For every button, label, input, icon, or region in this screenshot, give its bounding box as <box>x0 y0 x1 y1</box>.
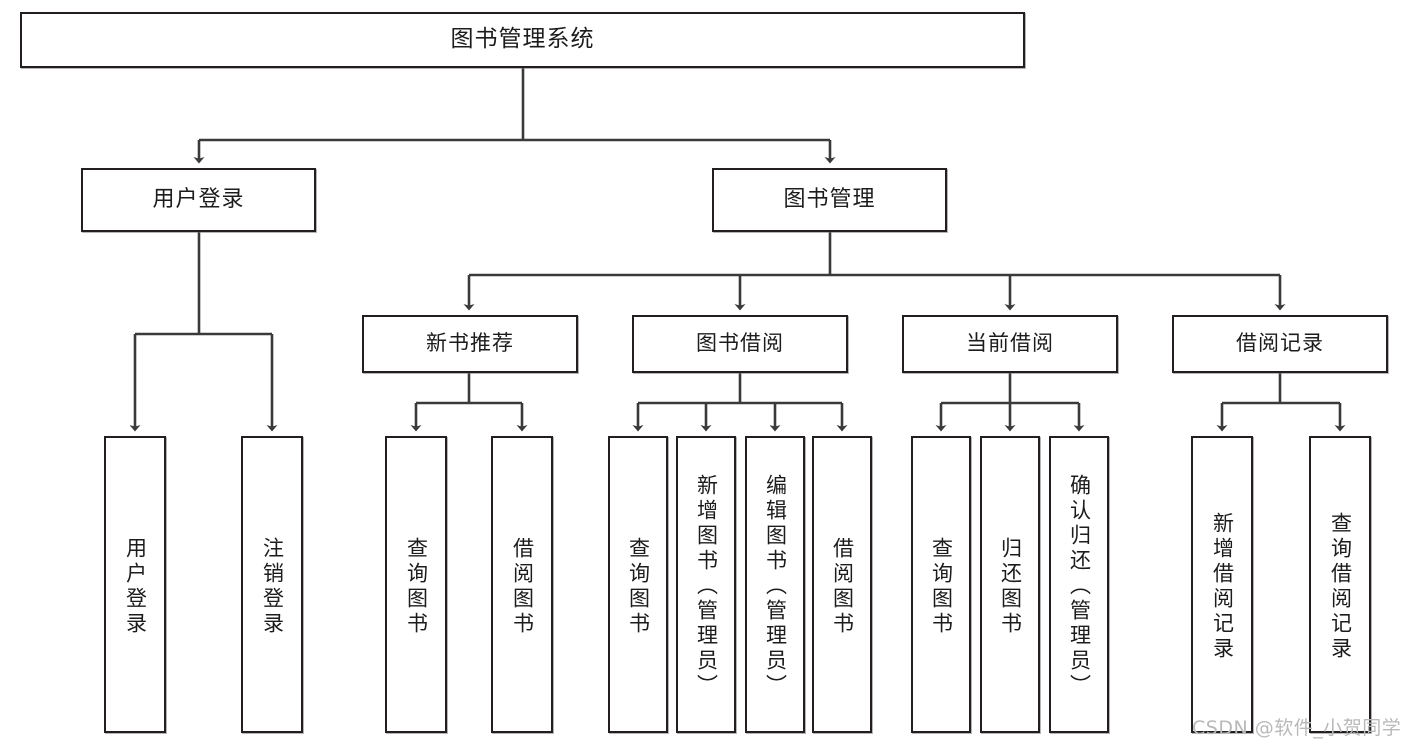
node-leaf-confirm-return[interactable]: 确认归还（管理员） <box>1049 436 1109 733</box>
node-root-label: 图书管理系统 <box>450 26 595 53</box>
node-leaf-user-login[interactable]: 用户登录 <box>104 436 166 733</box>
node-leaf-borrow-book-label: 借阅图书 <box>830 536 855 637</box>
node-leaf-query-book-recommendation[interactable]: 查询图书 <box>385 436 447 733</box>
node-user-login-label: 用户登录 <box>152 186 245 212</box>
node-leaf-query-book-recommendation-label: 查询图书 <box>404 536 429 637</box>
node-leaf-borrow-book[interactable]: 借阅图书 <box>812 436 872 733</box>
node-new-book-recommendation[interactable]: 新书推荐 <box>362 315 578 373</box>
node-book-borrow[interactable]: 图书借阅 <box>632 315 848 373</box>
node-leaf-borrow-book-recommendation-label: 借阅图书 <box>510 536 535 637</box>
node-book-borrow-label: 图书借阅 <box>696 331 784 356</box>
node-leaf-confirm-return-label: 确认归还（管理员） <box>1067 474 1092 699</box>
node-borrow-record-label: 借阅记录 <box>1236 331 1324 356</box>
node-leaf-edit-book-label: 编辑图书（管理员） <box>763 474 788 699</box>
node-leaf-add-book-label: 新增图书（管理员） <box>694 474 719 699</box>
csdn-watermark: CSDN @软件_小贺同学 <box>1192 717 1402 739</box>
node-leaf-query-book-borrow[interactable]: 查询图书 <box>608 436 668 733</box>
node-leaf-return-book-label: 归还图书 <box>998 536 1023 637</box>
node-current-borrow[interactable]: 当前借阅 <box>902 315 1118 373</box>
node-leaf-return-book[interactable]: 归还图书 <box>980 436 1040 733</box>
node-leaf-edit-book[interactable]: 编辑图书（管理员） <box>745 436 805 733</box>
node-leaf-add-borrow-record-label: 新增借阅记录 <box>1210 511 1235 662</box>
node-leaf-query-borrow-record-label: 查询借阅记录 <box>1328 511 1353 662</box>
node-root[interactable]: 图书管理系统 <box>20 12 1025 68</box>
node-leaf-user-logout-label: 注销登录 <box>260 536 285 637</box>
node-leaf-query-book-borrow-label: 查询图书 <box>626 536 651 637</box>
node-leaf-query-borrow-record[interactable]: 查询借阅记录 <box>1309 436 1371 733</box>
node-leaf-user-logout[interactable]: 注销登录 <box>241 436 303 733</box>
node-leaf-user-login-label: 用户登录 <box>123 536 148 637</box>
node-user-login[interactable]: 用户登录 <box>81 168 316 232</box>
node-leaf-add-borrow-record[interactable]: 新增借阅记录 <box>1191 436 1253 733</box>
node-leaf-query-book-current[interactable]: 查询图书 <box>911 436 971 733</box>
node-leaf-add-book[interactable]: 新增图书（管理员） <box>676 436 736 733</box>
node-borrow-record[interactable]: 借阅记录 <box>1172 315 1388 373</box>
node-book-manage[interactable]: 图书管理 <box>712 168 947 232</box>
node-book-manage-label: 图书管理 <box>783 186 876 212</box>
node-leaf-query-book-current-label: 查询图书 <box>929 536 954 637</box>
node-leaf-borrow-book-recommendation[interactable]: 借阅图书 <box>491 436 553 733</box>
node-current-borrow-label: 当前借阅 <box>966 331 1054 356</box>
node-new-book-recommendation-label: 新书推荐 <box>426 331 514 356</box>
